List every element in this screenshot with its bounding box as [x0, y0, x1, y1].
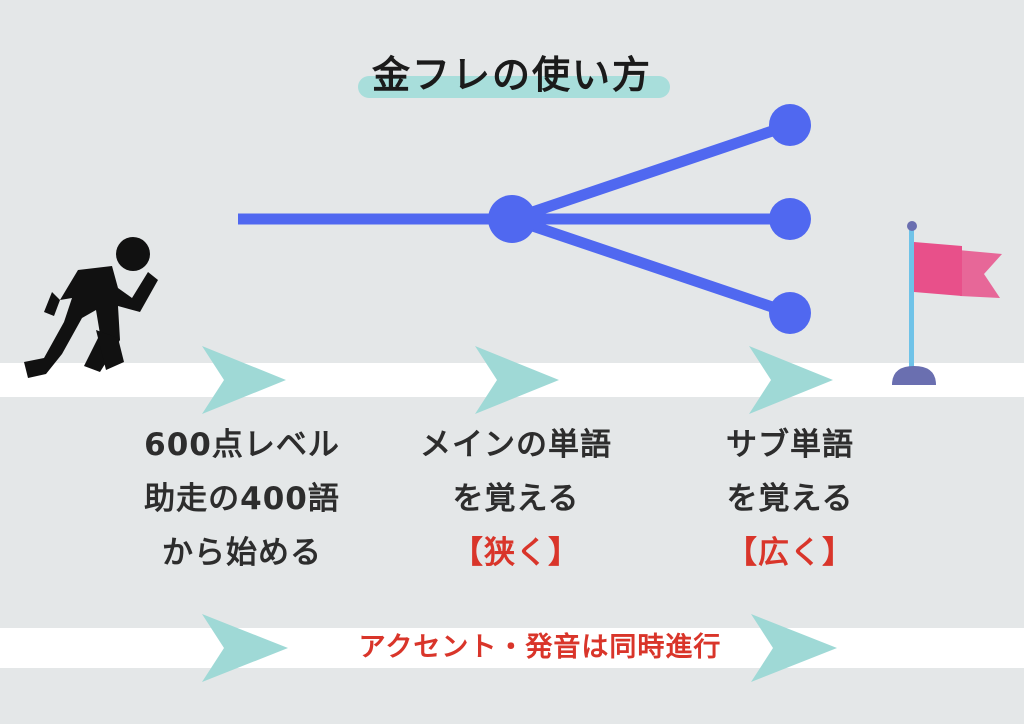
page-title: 金フレの使い方	[371, 53, 652, 97]
step-2-line-2: を覚える	[452, 481, 580, 517]
step-1-line-1: 600点レベル	[144, 427, 340, 463]
step-1-line-3: から始める	[162, 535, 322, 571]
step-2-text: メインの単語 を覚える 【狭く】	[386, 418, 646, 580]
branch-line-top	[510, 119, 792, 225]
arrow-icon	[202, 346, 286, 414]
branch-diagram	[238, 104, 811, 334]
arrow-icon	[749, 346, 833, 414]
progress-track-bottom	[0, 628, 1024, 668]
arrow-icon	[751, 614, 837, 682]
runner-icon	[24, 237, 158, 378]
branch-node-bottom	[769, 292, 811, 334]
step-1-text: 600点レベル 助走の400語 から始める	[112, 418, 372, 580]
title-highlight	[358, 76, 670, 98]
branch-node-middle	[769, 198, 811, 240]
step-3-line-2: を覚える	[726, 481, 854, 517]
step-3-line-1: サブ単語	[726, 427, 854, 463]
arrows-top	[202, 346, 833, 414]
arrow-icon	[202, 614, 288, 682]
bottom-note: アクセント・発音は同時進行	[358, 632, 722, 663]
arrows-bottom	[202, 614, 837, 682]
step-1-line-2: 助走の400語	[144, 481, 340, 517]
goal-flag-icon	[892, 221, 1002, 385]
branch-node-top	[769, 104, 811, 146]
branch-node-main	[488, 195, 536, 243]
step-2-emphasis: 【狭く】	[452, 535, 580, 571]
step-3-emphasis: 【広く】	[726, 535, 854, 571]
branch-line-bottom	[510, 213, 792, 319]
step-2-line-1: メインの単語	[420, 427, 612, 463]
step-3-text: サブ単語 を覚える 【広く】	[660, 418, 920, 580]
arrow-icon	[475, 346, 559, 414]
